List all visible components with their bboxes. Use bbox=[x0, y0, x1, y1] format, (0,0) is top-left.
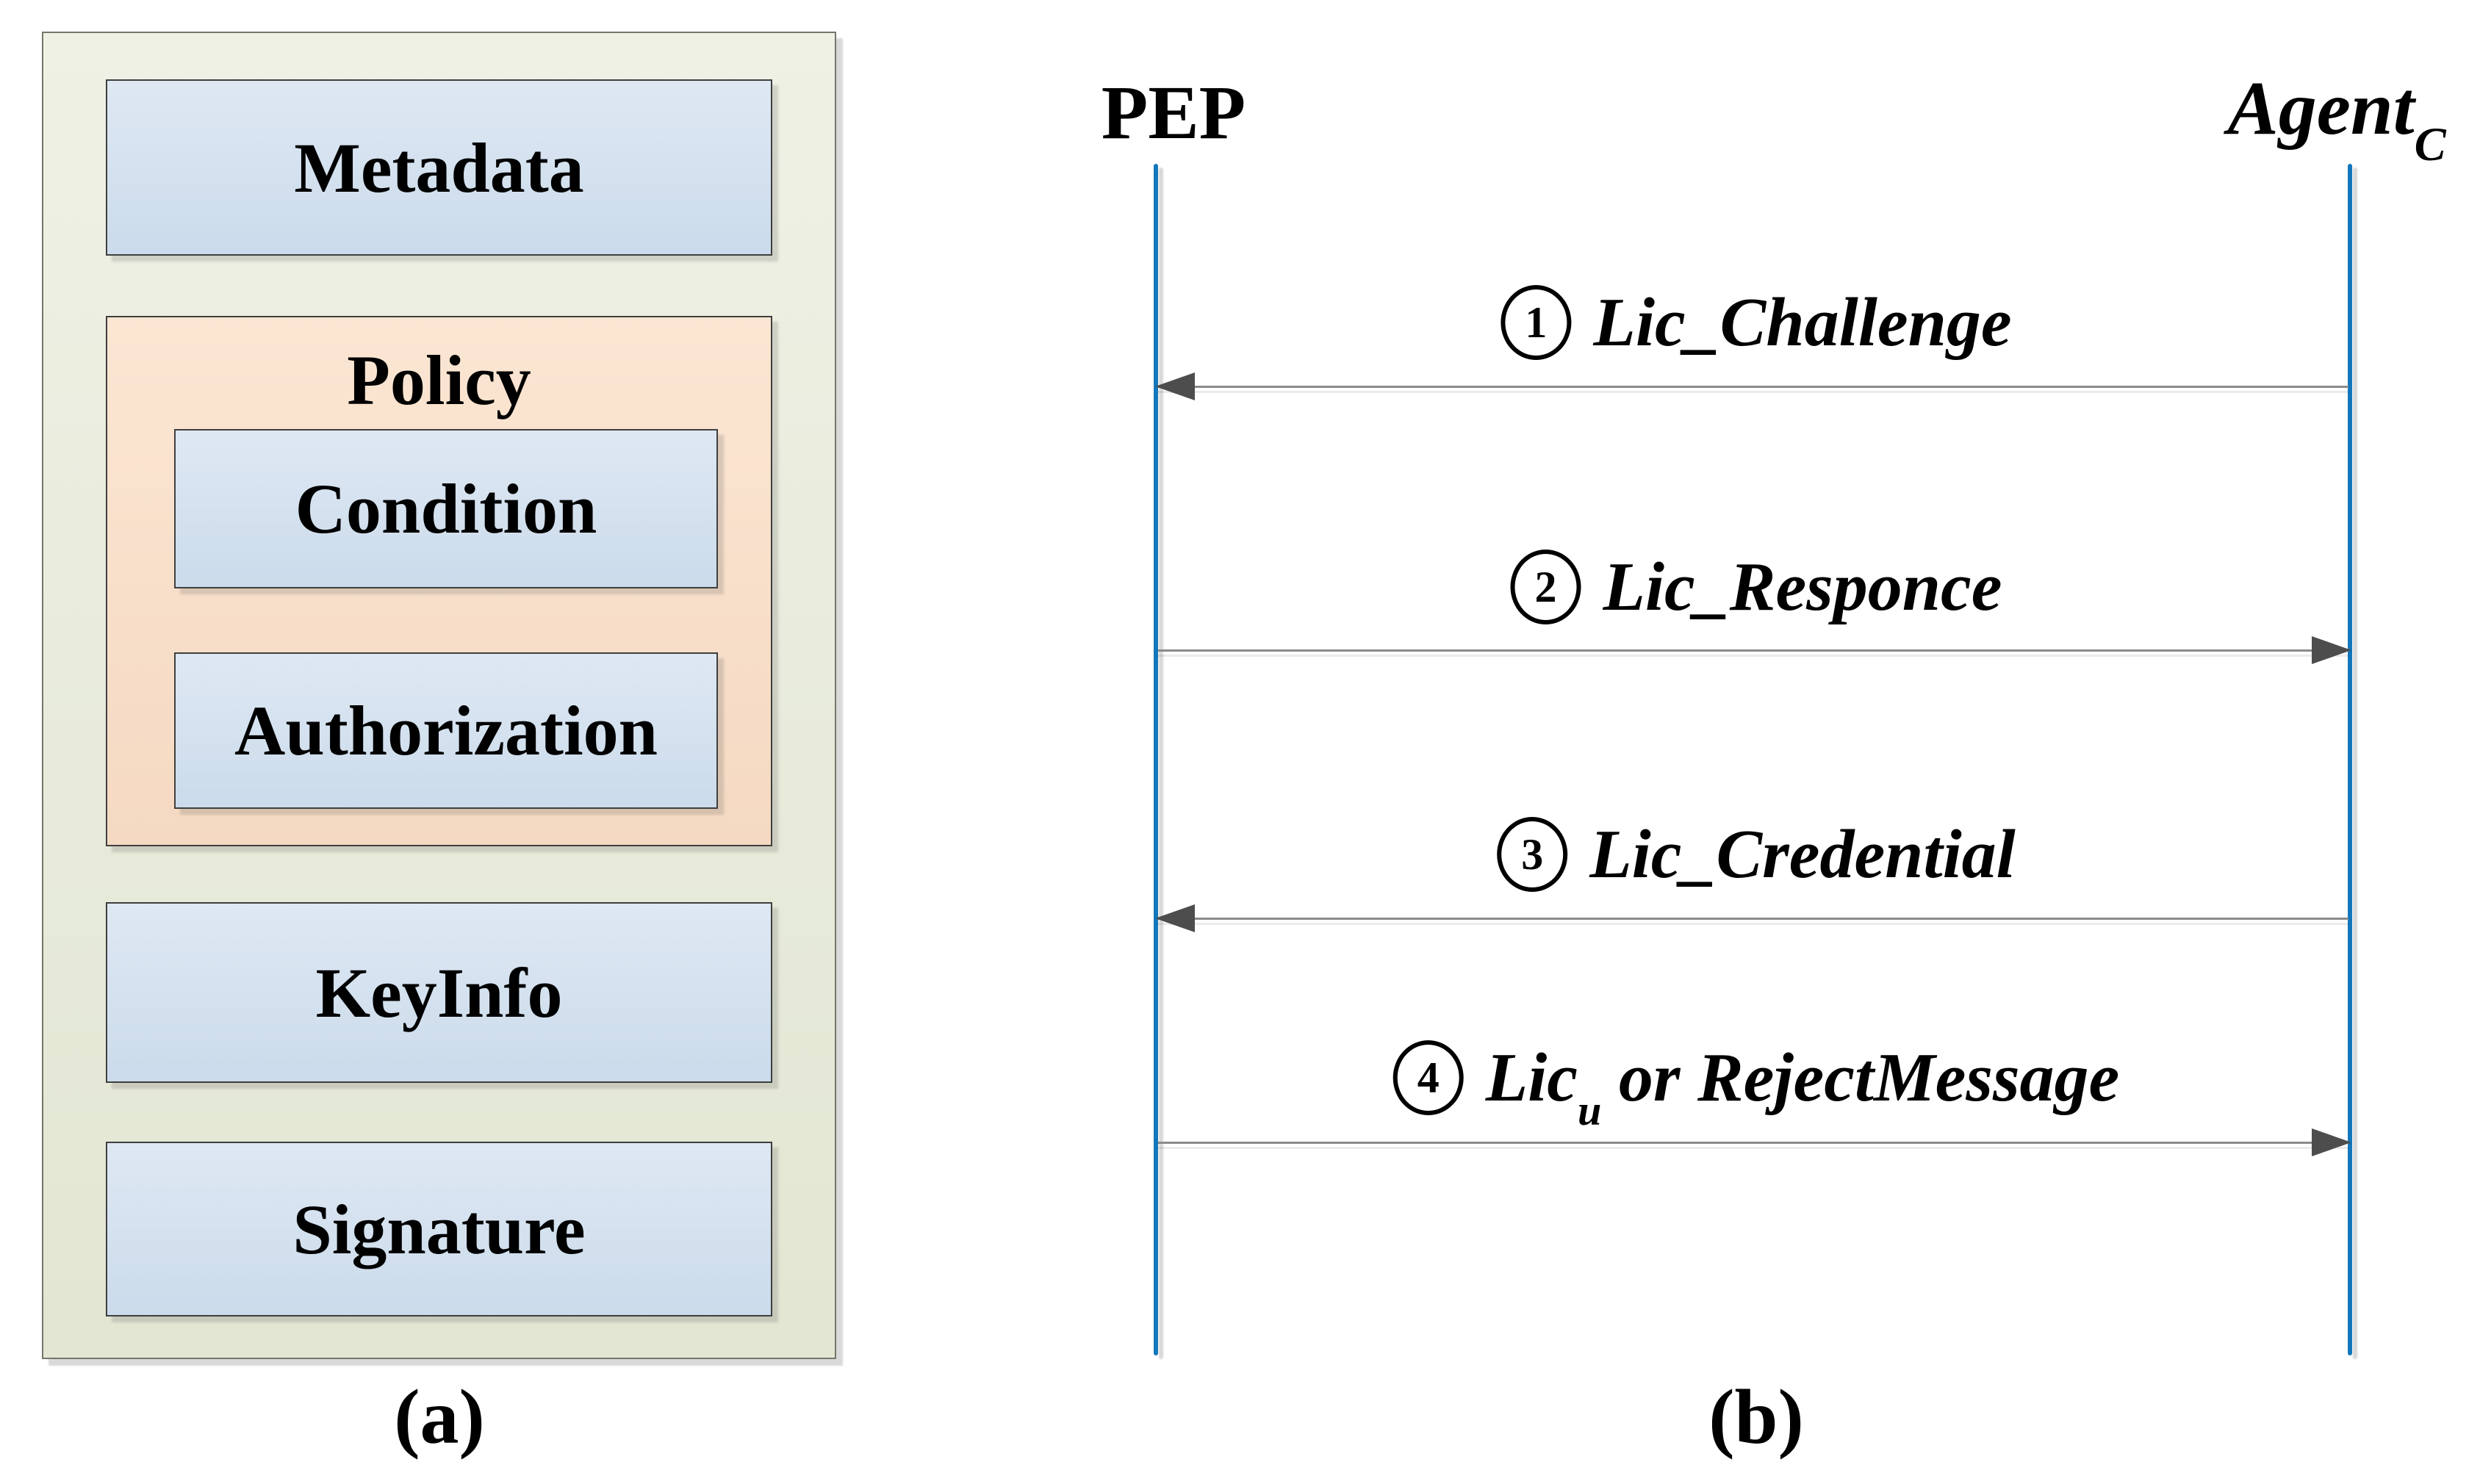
policy-label: Policy bbox=[347, 340, 531, 419]
message-2-label: 2 Lic_Responce bbox=[1510, 550, 2002, 624]
metadata-label: Metadata bbox=[294, 128, 584, 207]
caption-a: (a) bbox=[394, 1374, 485, 1460]
signature-label: Signature bbox=[292, 1189, 586, 1269]
message-1-arrow bbox=[1155, 372, 2348, 400]
agent-lifeline bbox=[2348, 164, 2352, 1355]
circled-number-4: 4 bbox=[1392, 1040, 1464, 1115]
authorization-label: Authorization bbox=[234, 691, 658, 770]
keyinfo-label: KeyInfo bbox=[315, 953, 563, 1032]
circled-number-2: 2 bbox=[1510, 550, 1581, 624]
policy-box: Policy Condition Authorization bbox=[106, 316, 772, 846]
metadata-box: Metadata bbox=[106, 79, 772, 256]
arrowhead-right-icon bbox=[2312, 1128, 2351, 1156]
condition-label: Condition bbox=[295, 469, 597, 548]
authorization-box: Authorization bbox=[174, 652, 718, 809]
arrowhead-left-icon bbox=[1155, 372, 1195, 400]
message-3-arrow bbox=[1155, 904, 2348, 932]
message-3-label: 3 Lic_Credential bbox=[1497, 817, 2016, 892]
circled-number-3: 3 bbox=[1497, 817, 1568, 892]
agent-subscript: C bbox=[2414, 118, 2446, 170]
message-2-arrow bbox=[1158, 636, 2351, 664]
message-4-label: 4 Licu or RejectMessage bbox=[1392, 1040, 2119, 1131]
message-4-arrow bbox=[1158, 1128, 2351, 1156]
caption-b: (b) bbox=[1708, 1374, 1804, 1460]
circled-number-1: 1 bbox=[1501, 285, 1572, 360]
signature-box: Signature bbox=[106, 1142, 772, 1316]
condition-box: Condition bbox=[174, 429, 718, 588]
arrowhead-left-icon bbox=[1155, 904, 1195, 932]
keyinfo-box: KeyInfo bbox=[106, 902, 772, 1083]
agent-lifeline-label: AgentC bbox=[2227, 66, 2446, 170]
arrowhead-right-icon bbox=[2312, 636, 2351, 664]
message-1-label: 1 Lic_Challenge bbox=[1501, 285, 2012, 360]
pep-lifeline-label: PEP bbox=[1101, 71, 1246, 155]
license-structure-box: Metadata Policy Condition Authorization … bbox=[42, 32, 836, 1359]
pep-lifeline bbox=[1154, 164, 1158, 1355]
